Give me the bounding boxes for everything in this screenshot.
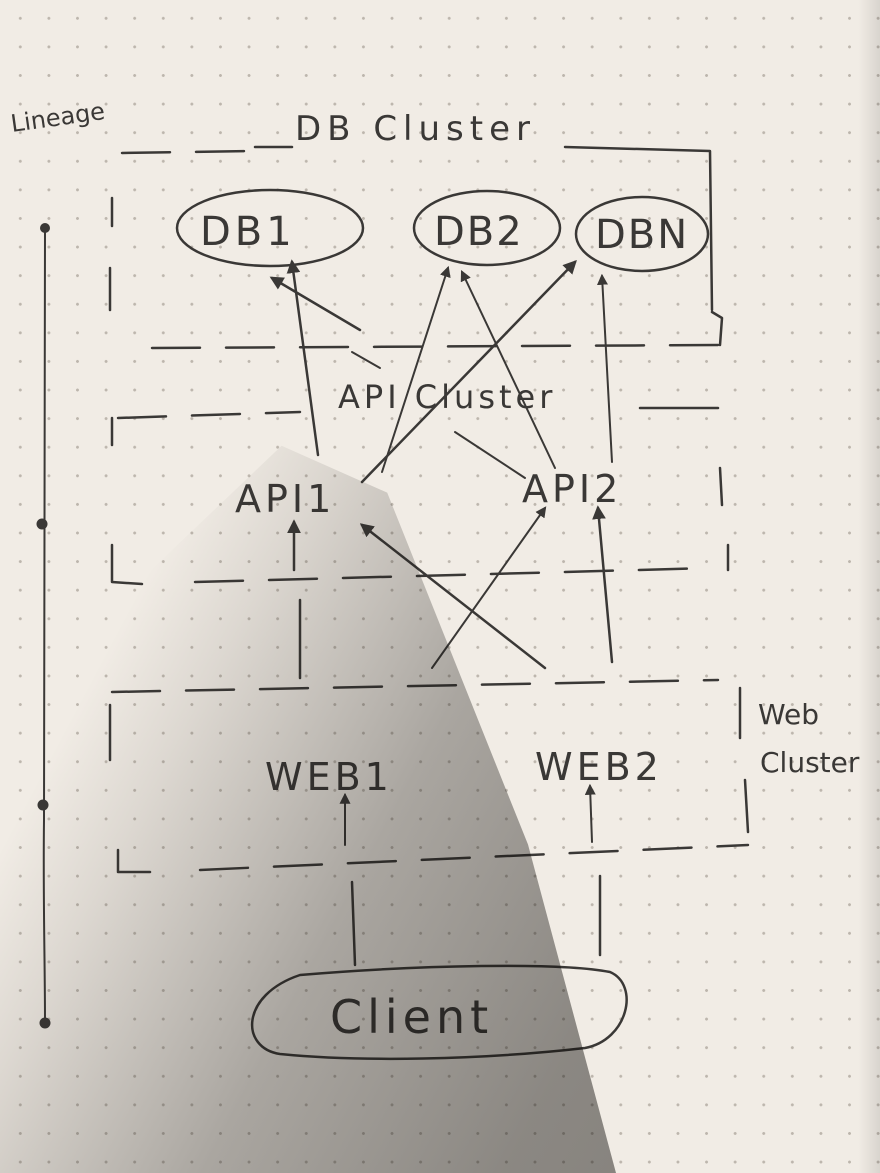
client-label: Client xyxy=(330,990,493,1044)
timeline-marker-client xyxy=(39,1017,51,1029)
api-cluster-boundary xyxy=(110,406,730,586)
timeline-marker-web xyxy=(37,799,49,811)
db2-node: DB2 xyxy=(412,189,562,267)
db1-label: DB1 xyxy=(200,209,296,255)
web-to-api-connections xyxy=(287,505,614,680)
api-to-db1-arrow xyxy=(269,276,362,332)
db-cluster-label: DB Cluster xyxy=(295,109,536,149)
client-to-web2-arrow xyxy=(584,783,596,843)
api2-to-dbn-arrow xyxy=(596,273,613,463)
api-cluster-label: API Cluster xyxy=(338,378,556,416)
api2-label: API2 xyxy=(522,467,622,511)
web2-to-api2-arrow xyxy=(592,505,614,664)
api-crossing-line-2 xyxy=(351,351,381,369)
web-cluster-label-line2: Cluster xyxy=(760,746,860,779)
client-link-left xyxy=(350,880,357,967)
api2-to-db2-arrow xyxy=(460,270,556,469)
web1-label: WEB1 xyxy=(265,755,393,799)
timeline-marker-api xyxy=(36,518,48,530)
db-cluster-boundary xyxy=(108,145,724,350)
api-crossing-line xyxy=(454,431,526,479)
db1-node: DB1 xyxy=(175,188,365,268)
web2-label: WEB2 xyxy=(535,745,663,789)
timeline-marker-db xyxy=(40,223,50,233)
api1-to-db2-arrow xyxy=(381,265,451,473)
client-node: Client xyxy=(250,964,628,1061)
api1-to-dbn-arrow xyxy=(360,260,577,484)
dbn-node: DBN xyxy=(574,195,710,273)
lineage-label: Lineage xyxy=(9,97,107,138)
web-cluster-label-line1: Web xyxy=(758,698,819,731)
api-to-db-connections xyxy=(269,259,613,484)
api1-label: API1 xyxy=(235,477,335,521)
db2-label: DB2 xyxy=(434,209,524,255)
web1-to-api2-arrow xyxy=(431,506,547,669)
api1-to-db1-arrow xyxy=(286,259,320,457)
dbn-label: DBN xyxy=(595,212,689,258)
lineage-timeline xyxy=(36,223,51,1029)
client-to-web-connections xyxy=(339,783,602,967)
